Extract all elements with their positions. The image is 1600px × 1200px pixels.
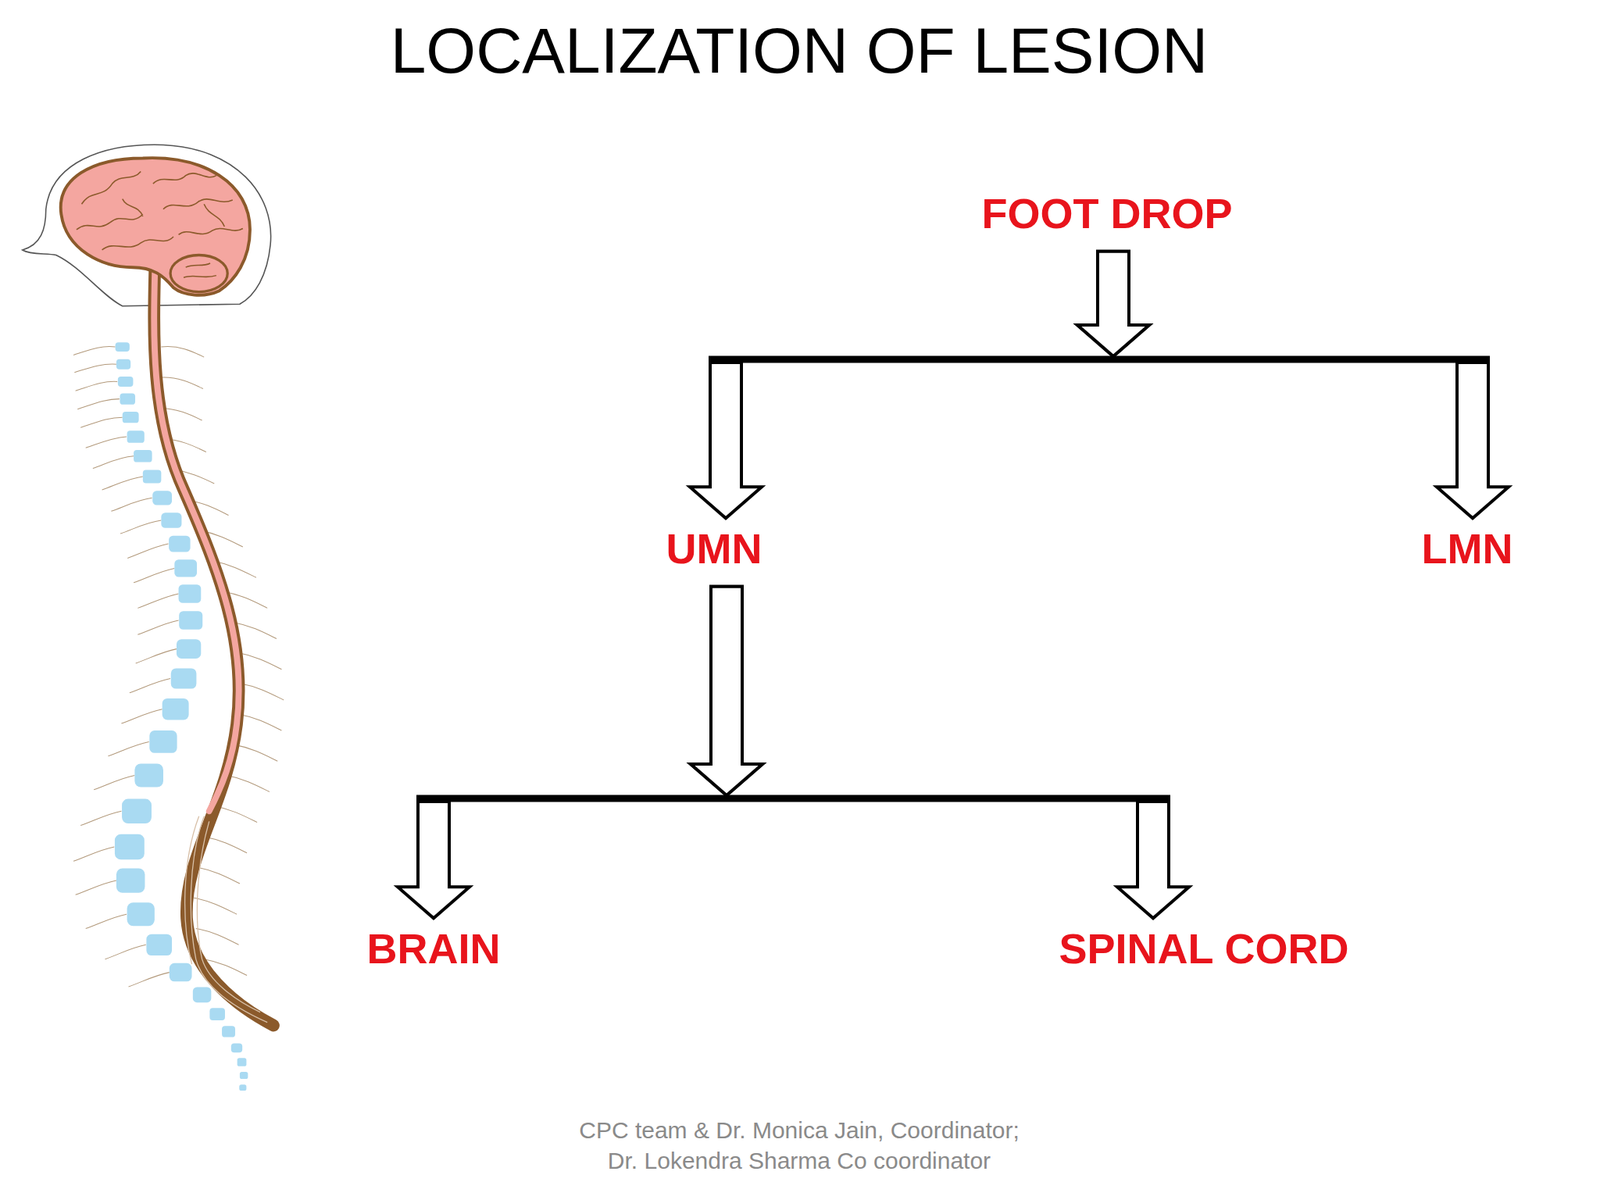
node-text: FOOT DROP	[982, 190, 1233, 237]
brain-gyri	[76, 171, 243, 278]
connector-branch-arrow	[689, 362, 762, 518]
connector-bar	[416, 795, 727, 803]
vertebrae	[114, 342, 248, 1091]
flow-node: BRAIN	[367, 925, 501, 972]
cerebellum	[170, 255, 228, 293]
connector-bar	[726, 795, 1171, 803]
brain	[60, 157, 250, 296]
connector-branch-arrow	[397, 801, 470, 918]
connector-trunk-arrow	[1077, 251, 1150, 357]
node-text: UMN	[666, 525, 763, 572]
flow-node: UMN	[666, 525, 763, 572]
spinal-cord	[153, 260, 274, 1026]
connector-trunk-arrow	[690, 586, 763, 796]
connector-branch-arrow	[1117, 801, 1190, 918]
connectors	[397, 251, 1509, 919]
head-outline	[22, 144, 272, 307]
connector-trunk-arrow	[1077, 251, 1150, 357]
block-arrow-connector	[690, 586, 1190, 919]
node-text: SPINAL CORD	[1058, 925, 1349, 972]
nerve-lines	[73, 346, 284, 987]
block-arrow-connector	[397, 586, 763, 919]
connector-bar	[708, 356, 1114, 364]
node-text: BRAIN	[367, 925, 501, 972]
credit-note: CPC team & Dr. Monica Jain, Coordinator;…	[568, 1114, 1030, 1176]
connector-branch-arrow	[1436, 362, 1509, 518]
block-arrow-connector	[1077, 251, 1509, 519]
connector-trunk-arrow	[690, 586, 763, 796]
cauda-equina	[185, 816, 268, 1023]
connector-bar	[1113, 356, 1490, 364]
slide-title: LOCALIZATION OF LESION	[390, 14, 1208, 88]
nervous-system-illustration	[22, 144, 284, 1091]
flow-node: FOOT DROP	[982, 190, 1233, 237]
flow-node: SPINAL CORD	[1058, 925, 1349, 972]
node-text: LMN	[1421, 525, 1514, 572]
spinal-cord-inner	[153, 263, 239, 811]
block-arrow-connector	[689, 251, 1150, 519]
flow-node: LMN	[1421, 525, 1514, 572]
